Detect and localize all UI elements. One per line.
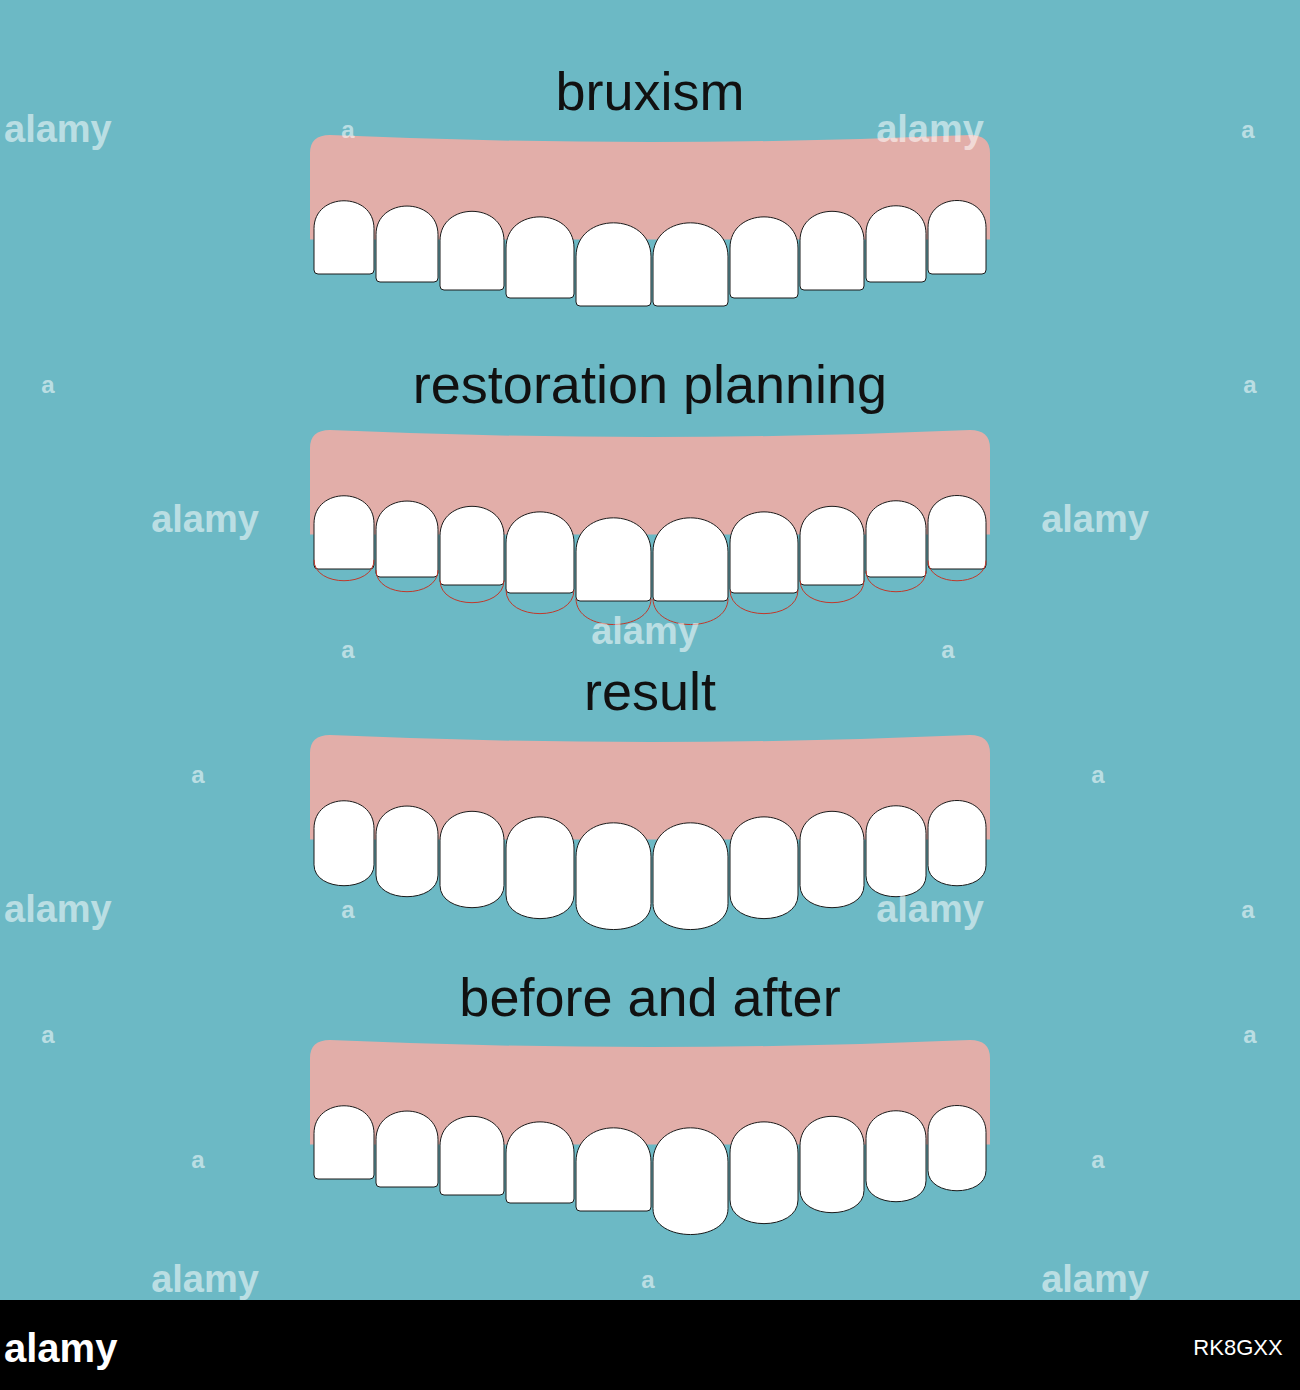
planned-outline	[866, 571, 926, 592]
tooth	[928, 496, 986, 570]
dental-arch	[310, 1040, 990, 1235]
tooth	[506, 1122, 574, 1203]
tooth	[506, 512, 574, 593]
planned-outline	[506, 590, 574, 614]
footer-text: RK8GXX	[1193, 1336, 1282, 1360]
tooth	[800, 1116, 864, 1212]
tooth	[928, 1106, 986, 1191]
planned-outline	[376, 570, 438, 592]
watermark: a	[41, 372, 54, 398]
tooth	[800, 506, 864, 585]
tooth	[653, 823, 728, 930]
tooth	[866, 806, 926, 897]
watermark: a	[341, 117, 354, 143]
tooth	[730, 817, 798, 919]
tooth	[866, 1111, 926, 1202]
tooth	[376, 206, 438, 282]
watermark: alamy	[1041, 1259, 1149, 1301]
tooth	[314, 496, 374, 569]
tooth	[314, 801, 374, 886]
tooth	[376, 1111, 438, 1187]
dental-arch	[310, 135, 990, 306]
tooth-arches	[310, 135, 990, 1235]
tooth	[653, 223, 728, 306]
planned-outline	[440, 580, 504, 602]
tooth	[376, 806, 438, 897]
watermark: alamy	[591, 611, 699, 653]
watermark: a	[1241, 897, 1254, 923]
watermark: a	[941, 637, 954, 663]
planned-outline	[928, 561, 986, 581]
watermark: a	[341, 637, 354, 663]
watermark: alamy	[4, 889, 112, 931]
watermark: alamy	[151, 1259, 259, 1301]
tooth	[730, 1122, 798, 1224]
tooth	[506, 217, 574, 298]
planned-outline	[800, 580, 864, 602]
tooth	[653, 518, 728, 601]
watermark: alamy	[876, 889, 984, 931]
tooth	[576, 823, 651, 930]
watermark: a	[1091, 762, 1104, 788]
watermark: a	[1243, 372, 1256, 398]
tooth	[440, 811, 504, 907]
watermark: a	[641, 1267, 654, 1293]
watermark: alamy	[1041, 499, 1149, 541]
tooth	[440, 211, 504, 290]
tooth	[800, 811, 864, 907]
footer-text: alamy	[4, 1326, 117, 1370]
tooth	[506, 817, 574, 919]
watermark: a	[1241, 117, 1254, 143]
section-title: bruxism	[555, 62, 744, 121]
watermark: a	[1243, 1022, 1256, 1048]
watermark: a	[191, 1147, 204, 1173]
tooth	[576, 1128, 651, 1211]
tooth	[376, 501, 438, 577]
watermark: alamy	[4, 109, 112, 151]
watermark: alamy	[876, 109, 984, 151]
watermark: a	[1091, 1147, 1104, 1173]
section-title: result	[584, 662, 716, 721]
planned-outline	[314, 560, 374, 581]
tooth	[730, 217, 798, 298]
tooth	[866, 501, 926, 577]
watermark: a	[341, 897, 354, 923]
section-title: restoration planning	[413, 355, 887, 414]
tooth	[866, 206, 926, 282]
watermark: a	[41, 1022, 54, 1048]
dental-arch	[310, 430, 990, 625]
tooth	[928, 201, 986, 275]
tooth	[928, 801, 986, 886]
tooth	[576, 518, 651, 601]
watermark: a	[191, 762, 204, 788]
tooth	[440, 506, 504, 585]
footer-bar	[0, 1300, 1300, 1390]
tooth	[314, 201, 374, 274]
tooth	[576, 223, 651, 306]
tooth	[314, 1106, 374, 1179]
tooth	[800, 211, 864, 290]
tooth	[653, 1128, 728, 1235]
watermark: alamy	[151, 499, 259, 541]
planned-outline	[730, 590, 798, 614]
tooth	[730, 512, 798, 593]
section-title: before and after	[459, 968, 840, 1027]
tooth	[440, 1116, 504, 1195]
